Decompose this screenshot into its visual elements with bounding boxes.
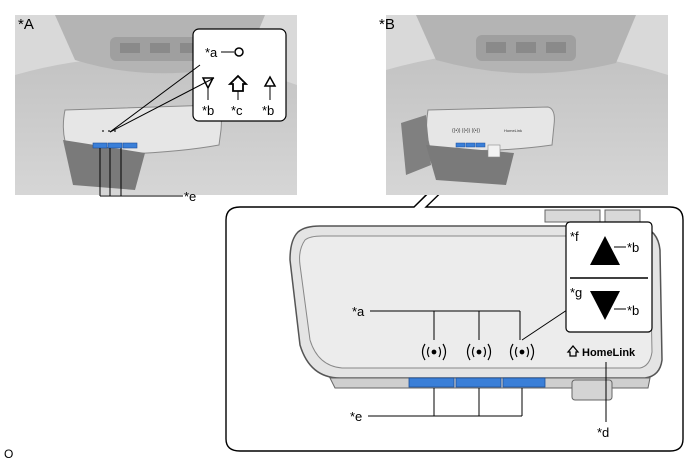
callout-f: *f [570, 229, 579, 244]
callout-e-panel-b: *e [350, 409, 363, 424]
homelink-logo-icon [566, 344, 580, 357]
homelink-button-3 [502, 377, 546, 388]
callout-a-panel-a: *a [205, 45, 218, 60]
callout-b-down: *b [627, 303, 640, 318]
homelink-button-2 [455, 377, 502, 388]
indicator-inset-box [565, 221, 653, 333]
homelink-signal-icon-1 [421, 343, 447, 361]
homelink-logo-text: HomeLink [582, 347, 636, 359]
callout-a-panel-b: *a [352, 304, 365, 319]
down-triangle-icon [201, 77, 215, 90]
up-triangle-indicator-icon [590, 236, 620, 265]
panel-a-inset-box [192, 28, 287, 122]
panel-b-tag: *B [379, 16, 395, 33]
callout-e-panel-a: *e [184, 189, 197, 204]
callout-d: *d [597, 425, 610, 440]
callout-b-panel-a-right: *b [262, 103, 275, 118]
callout-b-up: *b [627, 240, 640, 255]
panel-a-inset-pointer-2 [109, 77, 215, 133]
panel-a-tag: *A [18, 16, 34, 33]
panel-b-illustration: ((•)) ((•)) ((•)) HomeLink [386, 15, 668, 195]
figure-code: O [4, 447, 14, 461]
panel-a-inset-pointer-1 [109, 64, 201, 133]
callout-c-panel-a: *c [231, 103, 243, 118]
homelink-signal-icon-2 [466, 343, 492, 361]
indicator-light-icon [234, 47, 244, 57]
home-icon [227, 74, 249, 92]
homelink-button-1 [408, 377, 455, 388]
callout-g: *g [570, 285, 583, 300]
homelink-signal-icon-3 [509, 343, 535, 361]
svg-text:HomeLink: HomeLink [504, 128, 522, 133]
callout-b-panel-a-left: *b [202, 103, 215, 118]
svg-text:((•)) ((•)) ((•)): ((•)) ((•)) ((•)) [452, 128, 480, 134]
panel-b-photo: ((•)) ((•)) ((•)) HomeLink [386, 15, 668, 195]
down-triangle-indicator-icon [590, 291, 620, 320]
